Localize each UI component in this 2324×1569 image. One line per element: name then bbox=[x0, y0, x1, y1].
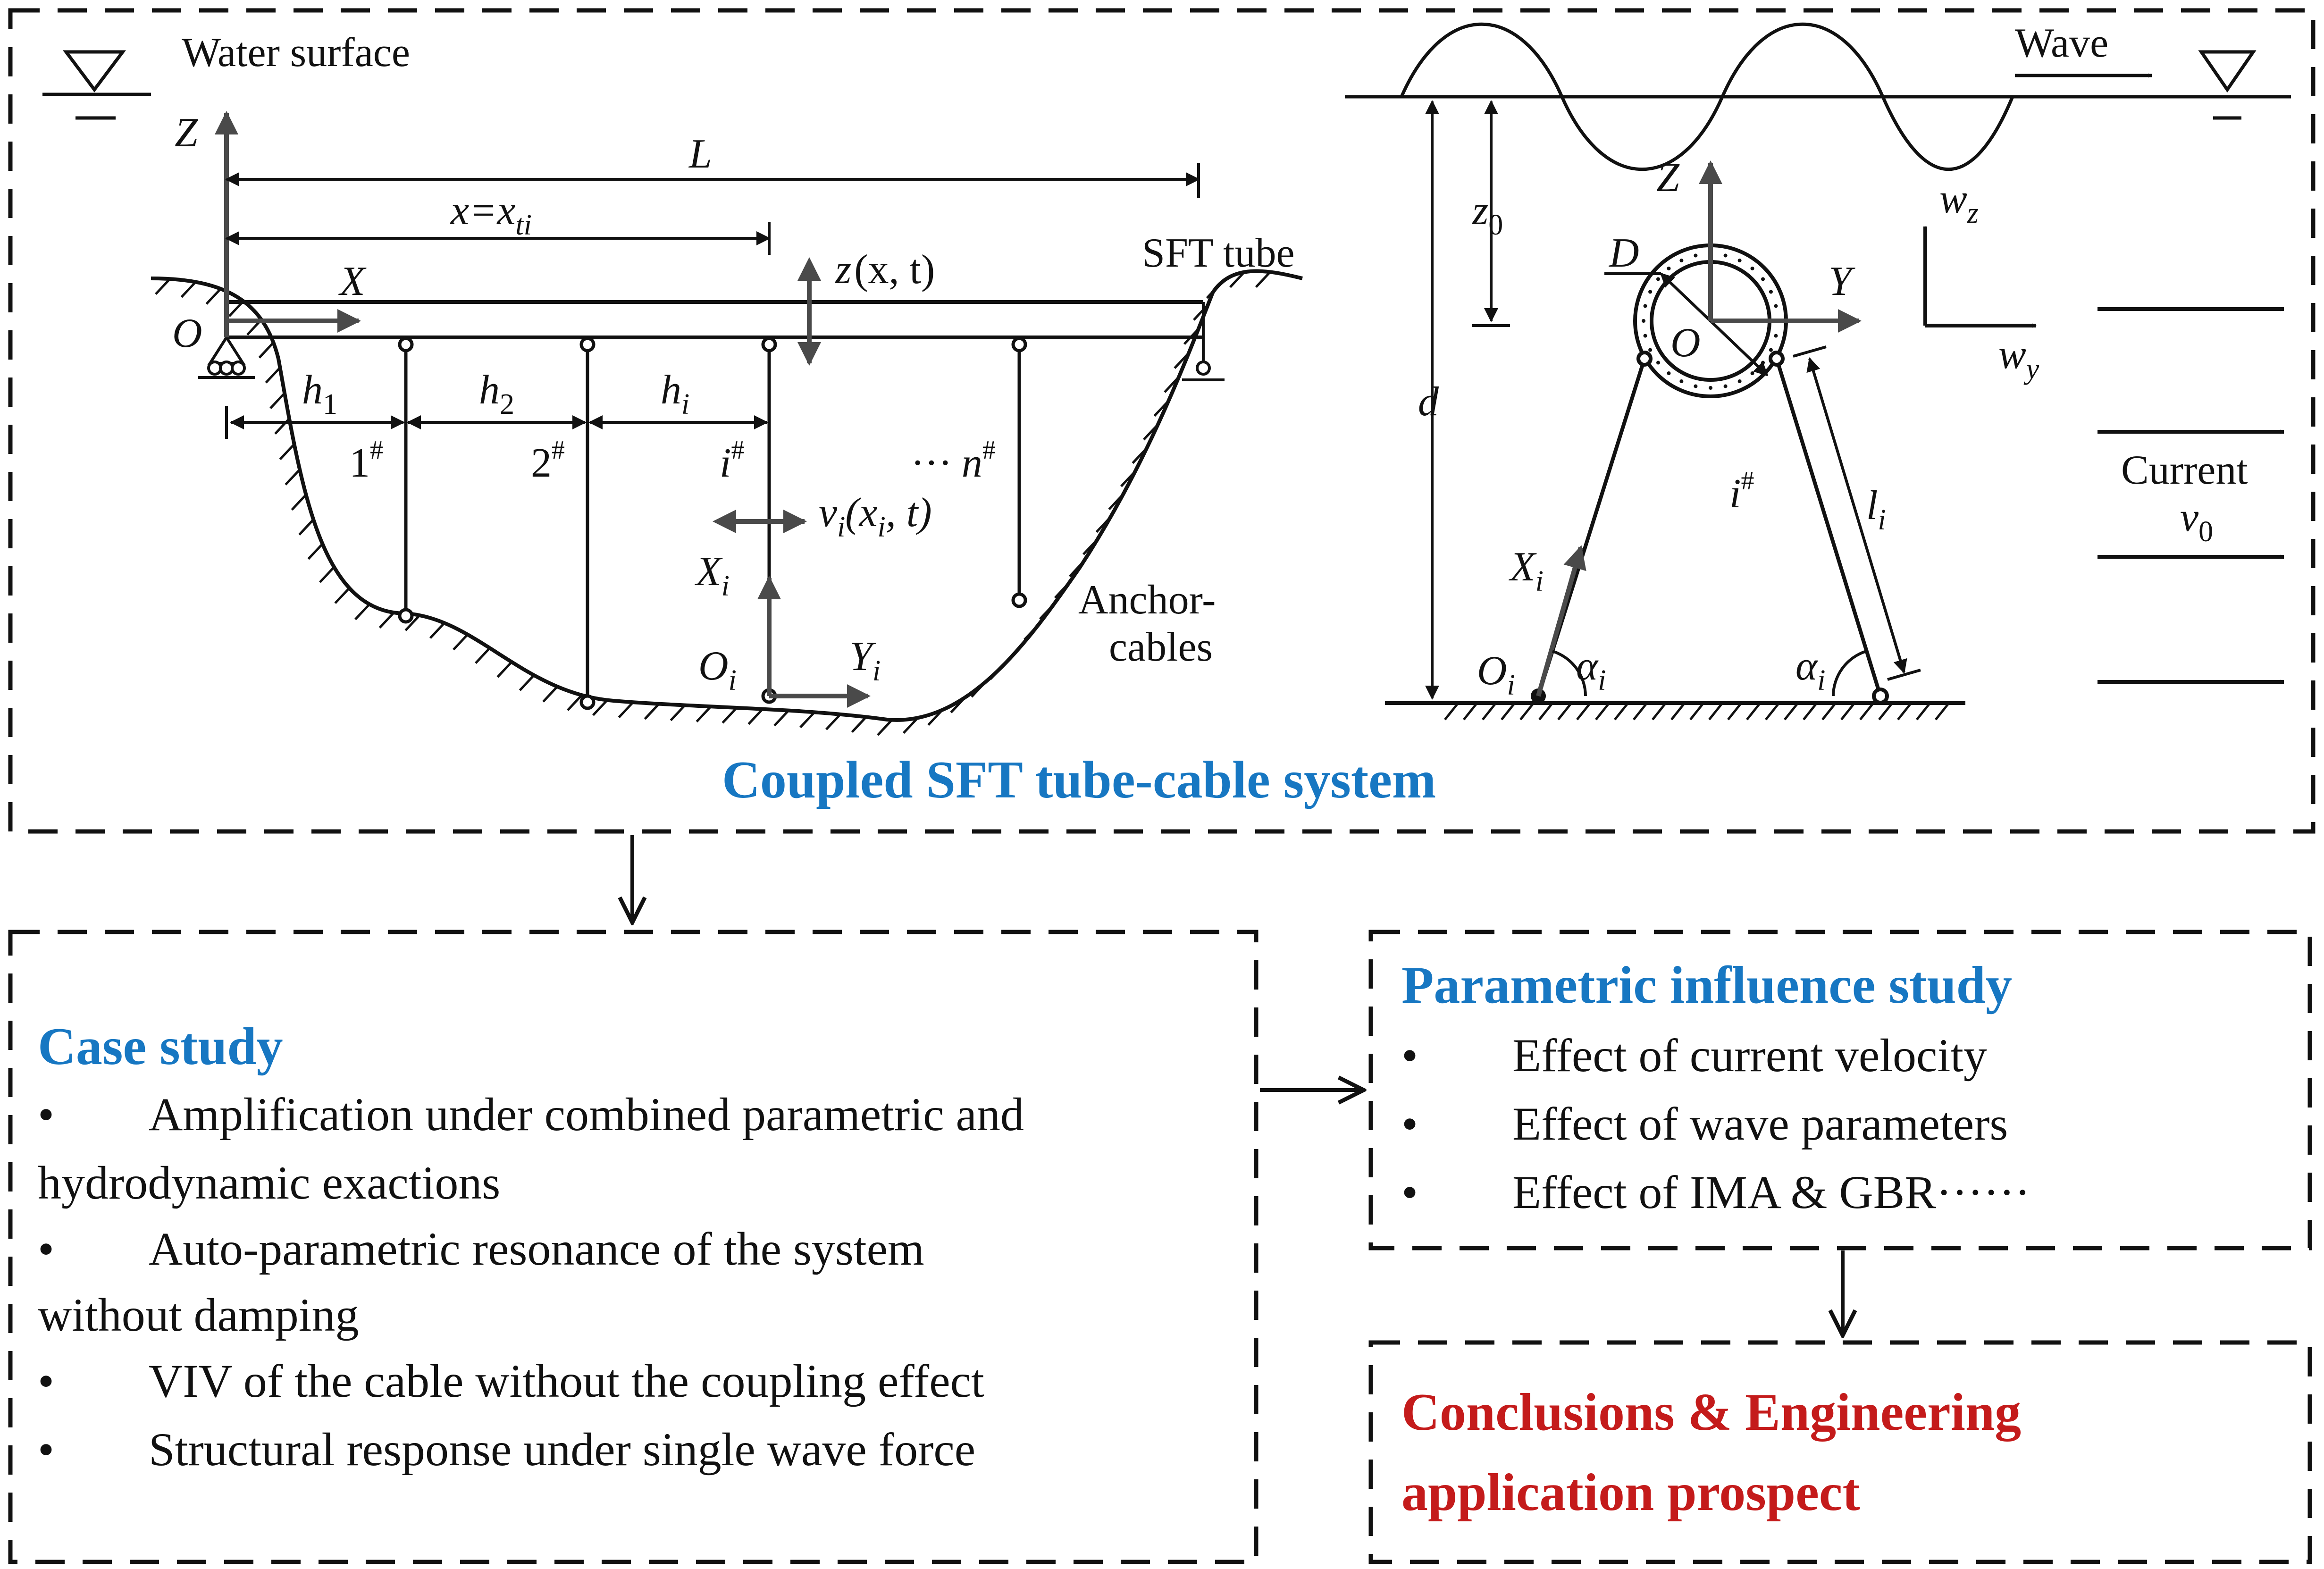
param-item-3: Effect of IMA & GBR······ bbox=[1512, 1166, 2030, 1218]
seabed-hatch-section bbox=[1444, 702, 1950, 721]
local-axes-long bbox=[757, 576, 871, 708]
cable-length-label: li bbox=[1866, 483, 1886, 536]
diameter-label: D bbox=[1609, 230, 1639, 276]
z0-dimension bbox=[1472, 100, 1510, 327]
deflection-label: z(x, t) bbox=[835, 247, 935, 293]
origin-label: O bbox=[172, 310, 202, 356]
case-item-3-line1: VIV of the cable without the coupling ef… bbox=[149, 1355, 984, 1407]
conclusions-line2: application prospect bbox=[1401, 1463, 1860, 1522]
z0-label: z0 bbox=[1472, 188, 1503, 241]
section-y-label: Y bbox=[1829, 259, 1855, 304]
section-o-label: O bbox=[1670, 320, 1701, 366]
left-support bbox=[198, 335, 255, 379]
section-z-label: Z bbox=[1656, 155, 1680, 201]
wave-velocity-axes bbox=[1923, 226, 2037, 328]
cable-1-label: 1# bbox=[349, 436, 383, 486]
wy-label: wy bbox=[1998, 332, 2039, 385]
param-item-1: Effect of current velocity bbox=[1512, 1029, 1987, 1082]
seabed-profile bbox=[151, 269, 1303, 722]
section-axes bbox=[1699, 160, 1862, 333]
cross-section-view: Wave d z0 D Z bbox=[1345, 20, 2291, 721]
diameter-marker bbox=[1604, 272, 1769, 377]
case-item-1-line2: hydrodynamic exactions bbox=[38, 1157, 500, 1209]
length-label: L bbox=[688, 131, 712, 177]
case-item-1-line1: Amplification under combined parametric … bbox=[149, 1088, 1024, 1141]
conclusions-panel: Conclusions & Engineering application pr… bbox=[1401, 1383, 2021, 1522]
case-study-panel: Case study • Amplification under combine… bbox=[38, 1017, 1024, 1476]
hi-label: hi bbox=[661, 367, 689, 420]
longitudinal-view: Water surface Z X O bbox=[42, 30, 1303, 736]
length-dimension bbox=[225, 163, 1200, 198]
current-arrows bbox=[2097, 307, 2284, 684]
wave-label: Wave bbox=[2015, 20, 2108, 66]
case-bullet-3: • bbox=[38, 1355, 54, 1407]
current-label: Current bbox=[2121, 447, 2248, 493]
sft-tube-label: SFT tube bbox=[1142, 230, 1295, 276]
water-surface-label: Water surface bbox=[182, 30, 410, 76]
section-cable-i-label: i# bbox=[1729, 466, 1754, 517]
parametric-title: Parametric influence study bbox=[1401, 956, 2012, 1015]
cable-n-label: ···n# bbox=[911, 436, 996, 486]
case-study-frame bbox=[8, 930, 1258, 1564]
parametric-panel: Parametric influence study • Effect of c… bbox=[1401, 956, 2030, 1218]
param-item-2: Effect of wave parameters bbox=[1512, 1098, 2008, 1150]
right-support bbox=[1182, 302, 1225, 381]
top-panel-frame bbox=[8, 8, 2316, 834]
case-item-2-line1: Auto-parametric resonance of the system bbox=[149, 1223, 924, 1275]
local-oi-label: Oi bbox=[698, 643, 737, 696]
xti-dimension bbox=[225, 222, 771, 255]
water-surface-symbol bbox=[42, 50, 151, 120]
case-item-4-line1: Structural response under single wave fo… bbox=[149, 1423, 975, 1476]
cable-axis-arrow bbox=[1536, 545, 1586, 697]
flow-arrows bbox=[632, 835, 1843, 1335]
parametric-frame bbox=[1368, 930, 2312, 1250]
conclusions-line1: Conclusions & Engineering bbox=[1401, 1383, 2021, 1442]
wave-curve bbox=[1400, 22, 2014, 171]
anchor-cables-label-1: Anchor- bbox=[1078, 577, 1216, 623]
sft-tube bbox=[227, 300, 1203, 339]
current-v0-label: v0 bbox=[2180, 495, 2213, 548]
wz-label: wz bbox=[1939, 176, 1979, 229]
top-panel-title: Coupled SFT tube-cable system bbox=[722, 751, 1436, 809]
case-item-2-line2: without damping bbox=[38, 1289, 359, 1341]
alpha-right-label: αi bbox=[1795, 643, 1825, 696]
case-study-title: Case study bbox=[38, 1017, 283, 1076]
param-bullet-1: • bbox=[1401, 1029, 1418, 1082]
cable-length-dimension bbox=[1793, 345, 1921, 681]
axis-x-label: X bbox=[338, 259, 367, 304]
param-bullet-2: • bbox=[1401, 1098, 1418, 1150]
cable-axis-label: Xi bbox=[1509, 544, 1544, 597]
global-axes bbox=[215, 111, 361, 337]
anchor-cables-label-2: cables bbox=[1109, 624, 1213, 670]
param-bullet-3: • bbox=[1401, 1166, 1418, 1218]
h1-label: h1 bbox=[302, 367, 337, 420]
spacing-dimensions bbox=[225, 406, 768, 439]
local-yi-label: Yi bbox=[849, 634, 881, 687]
conclusions-frame bbox=[1368, 1340, 2312, 1564]
panel-frames bbox=[8, 8, 2316, 1564]
cable-i-label: i# bbox=[720, 436, 744, 486]
case-bullet-1: • bbox=[38, 1088, 54, 1141]
seabed-hatch bbox=[155, 271, 1271, 736]
axis-z-label: Z bbox=[175, 110, 198, 156]
cable-vibration-label: vi(xi, t) bbox=[819, 490, 932, 543]
alpha-left-label: αi bbox=[1576, 643, 1606, 696]
case-bullet-4: • bbox=[38, 1423, 54, 1476]
xti-label: x=xti bbox=[450, 188, 532, 241]
case-bullet-2: • bbox=[38, 1223, 54, 1275]
depth-label: d bbox=[1418, 379, 1439, 425]
water-surface-symbol-right bbox=[2198, 50, 2257, 120]
cable-2-label: 2# bbox=[531, 436, 565, 486]
anchor-origin-label: Oi bbox=[1477, 648, 1515, 701]
local-xi-label: Xi bbox=[695, 549, 730, 602]
h2-label: h2 bbox=[479, 367, 514, 420]
